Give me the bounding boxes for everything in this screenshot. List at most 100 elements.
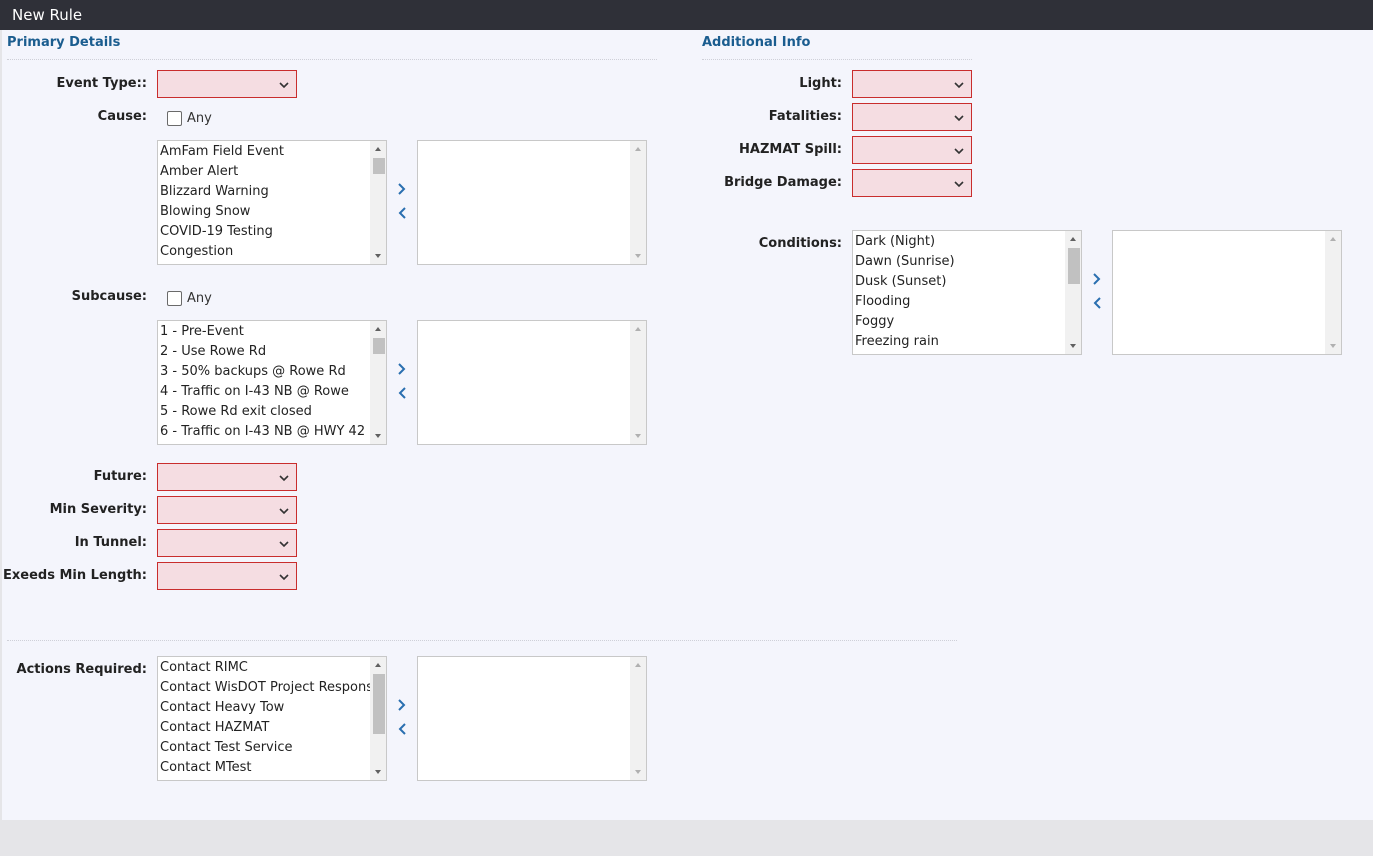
form-panel: Primary Details Event Type:: Cause: Any … <box>2 30 1373 820</box>
scroll-down-icon[interactable] <box>1065 338 1081 354</box>
scroll-thumb[interactable] <box>373 338 385 354</box>
scroll-down-icon[interactable] <box>630 764 646 780</box>
chevron-down-icon <box>277 503 291 517</box>
scroll-up-icon[interactable] <box>630 141 646 157</box>
scroll-thumb[interactable] <box>1068 248 1080 284</box>
bridge-damage-dropdown[interactable] <box>852 169 972 197</box>
bridge-damage-label: Bridge Damage: <box>724 175 842 190</box>
actions-available-list[interactable]: Contact RIMC Contact WisDOT Project Resp… <box>157 656 387 781</box>
hazmat-spill-label: HAZMAT Spill: <box>739 142 842 157</box>
list-item[interactable]: Amber Alert <box>160 164 239 179</box>
scrollbar[interactable] <box>630 141 646 264</box>
chevron-left-icon[interactable] <box>395 384 409 402</box>
list-item[interactable]: Flooding <box>855 294 911 309</box>
scrollbar[interactable] <box>370 141 386 264</box>
list-item[interactable]: Contact Test Service <box>160 740 293 755</box>
future-label: Future: <box>93 469 147 484</box>
scroll-up-icon[interactable] <box>630 657 646 673</box>
chevron-down-icon <box>277 536 291 550</box>
subcause-any-checkbox[interactable] <box>167 291 182 306</box>
list-item[interactable]: Foggy <box>855 314 895 329</box>
scroll-down-icon[interactable] <box>370 428 386 444</box>
list-item[interactable]: Freezing rain <box>855 334 939 349</box>
cause-any-checkbox[interactable] <box>167 111 182 126</box>
scroll-up-icon[interactable] <box>1325 231 1341 247</box>
subcause-label: Subcause: <box>71 289 147 304</box>
actions-selected-list[interactable] <box>417 656 647 781</box>
list-item[interactable]: 1 - Pre-Event <box>160 324 244 339</box>
list-item[interactable]: Contact Heavy Tow <box>160 700 285 715</box>
list-item[interactable]: Blizzard Warning <box>160 184 269 199</box>
list-item[interactable]: Dawn (Sunrise) <box>855 254 955 269</box>
scroll-up-icon[interactable] <box>370 321 386 337</box>
scroll-up-icon[interactable] <box>370 657 386 673</box>
chevron-right-icon[interactable] <box>1090 270 1104 288</box>
chevron-down-icon <box>277 470 291 484</box>
chevron-down-icon <box>952 110 966 124</box>
list-item[interactable]: 2 - Use Rowe Rd <box>160 344 267 359</box>
list-item[interactable]: 4 - Traffic on I-43 NB @ Rowe <box>160 384 349 399</box>
scroll-down-icon[interactable] <box>370 248 386 264</box>
list-item[interactable]: Dusk (Sunset) <box>855 274 947 289</box>
scrollbar[interactable] <box>630 657 646 780</box>
conditions-available-list[interactable]: Dark (Night) Dawn (Sunrise) Dusk (Sunset… <box>852 230 1082 355</box>
scroll-down-icon[interactable] <box>630 428 646 444</box>
chevron-left-icon[interactable] <box>395 720 409 738</box>
actions-required-label: Actions Required: <box>16 662 147 677</box>
additional-divider <box>702 59 972 60</box>
subcause-selected-list[interactable] <box>417 320 647 445</box>
chevron-down-icon <box>277 77 291 91</box>
scroll-down-icon[interactable] <box>1325 338 1341 354</box>
cause-label: Cause: <box>97 109 147 124</box>
list-item[interactable]: COVID-19 Testing <box>160 224 273 239</box>
chevron-down-icon <box>952 143 966 157</box>
chevron-right-icon[interactable] <box>395 360 409 378</box>
fatalities-label: Fatalities: <box>768 109 842 124</box>
hazmat-spill-dropdown[interactable] <box>852 136 972 164</box>
list-item[interactable]: Dark (Night) <box>855 234 936 249</box>
chevron-right-icon[interactable] <box>395 696 409 714</box>
primary-details-title: Primary Details <box>7 35 121 50</box>
chevron-down-icon <box>952 176 966 190</box>
scroll-up-icon[interactable] <box>370 141 386 157</box>
cause-selected-list[interactable] <box>417 140 647 265</box>
list-item[interactable]: Congestion <box>160 244 234 259</box>
chevron-right-icon[interactable] <box>395 180 409 198</box>
future-dropdown[interactable] <box>157 463 297 491</box>
additional-info-title: Additional Info <box>702 35 811 50</box>
conditions-selected-list[interactable] <box>1112 230 1342 355</box>
scroll-thumb[interactable] <box>373 158 385 174</box>
list-item[interactable]: Contact MTest <box>160 760 252 775</box>
list-item[interactable]: Contact WisDOT Project Response <box>160 680 382 695</box>
subcause-any-label: Any <box>187 291 212 306</box>
fatalities-dropdown[interactable] <box>852 103 972 131</box>
scrollbar[interactable] <box>370 657 386 780</box>
list-item[interactable]: 6 - Traffic on I-43 NB @ HWY 42 <box>160 424 366 439</box>
scrollbar[interactable] <box>630 321 646 444</box>
scrollbar[interactable] <box>1325 231 1341 354</box>
list-item[interactable]: Blowing Snow <box>160 204 251 219</box>
in-tunnel-dropdown[interactable] <box>157 529 297 557</box>
event-type-dropdown[interactable] <box>157 70 297 98</box>
min-severity-dropdown[interactable] <box>157 496 297 524</box>
conditions-label: Conditions: <box>758 236 842 251</box>
scroll-up-icon[interactable] <box>630 321 646 337</box>
scroll-thumb[interactable] <box>373 674 385 734</box>
scrollbar[interactable] <box>370 321 386 444</box>
scroll-down-icon[interactable] <box>630 248 646 264</box>
list-item[interactable]: Contact HAZMAT <box>160 720 270 735</box>
list-item[interactable]: Contact RIMC <box>160 660 248 675</box>
list-item[interactable]: 5 - Rowe Rd exit closed <box>160 404 312 419</box>
list-item[interactable]: 3 - 50% backups @ Rowe Rd <box>160 364 346 379</box>
exceeds-min-length-dropdown[interactable] <box>157 562 297 590</box>
subcause-available-list[interactable]: 1 - Pre-Event 2 - Use Rowe Rd 3 - 50% ba… <box>157 320 387 445</box>
scroll-down-icon[interactable] <box>370 764 386 780</box>
light-label: Light: <box>799 76 842 91</box>
light-dropdown[interactable] <box>852 70 972 98</box>
cause-available-list[interactable]: AmFam Field Event Amber Alert Blizzard W… <box>157 140 387 265</box>
list-item[interactable]: AmFam Field Event <box>160 144 284 159</box>
scroll-up-icon[interactable] <box>1065 231 1081 247</box>
chevron-left-icon[interactable] <box>1090 294 1104 312</box>
chevron-left-icon[interactable] <box>395 204 409 222</box>
scrollbar[interactable] <box>1065 231 1081 354</box>
